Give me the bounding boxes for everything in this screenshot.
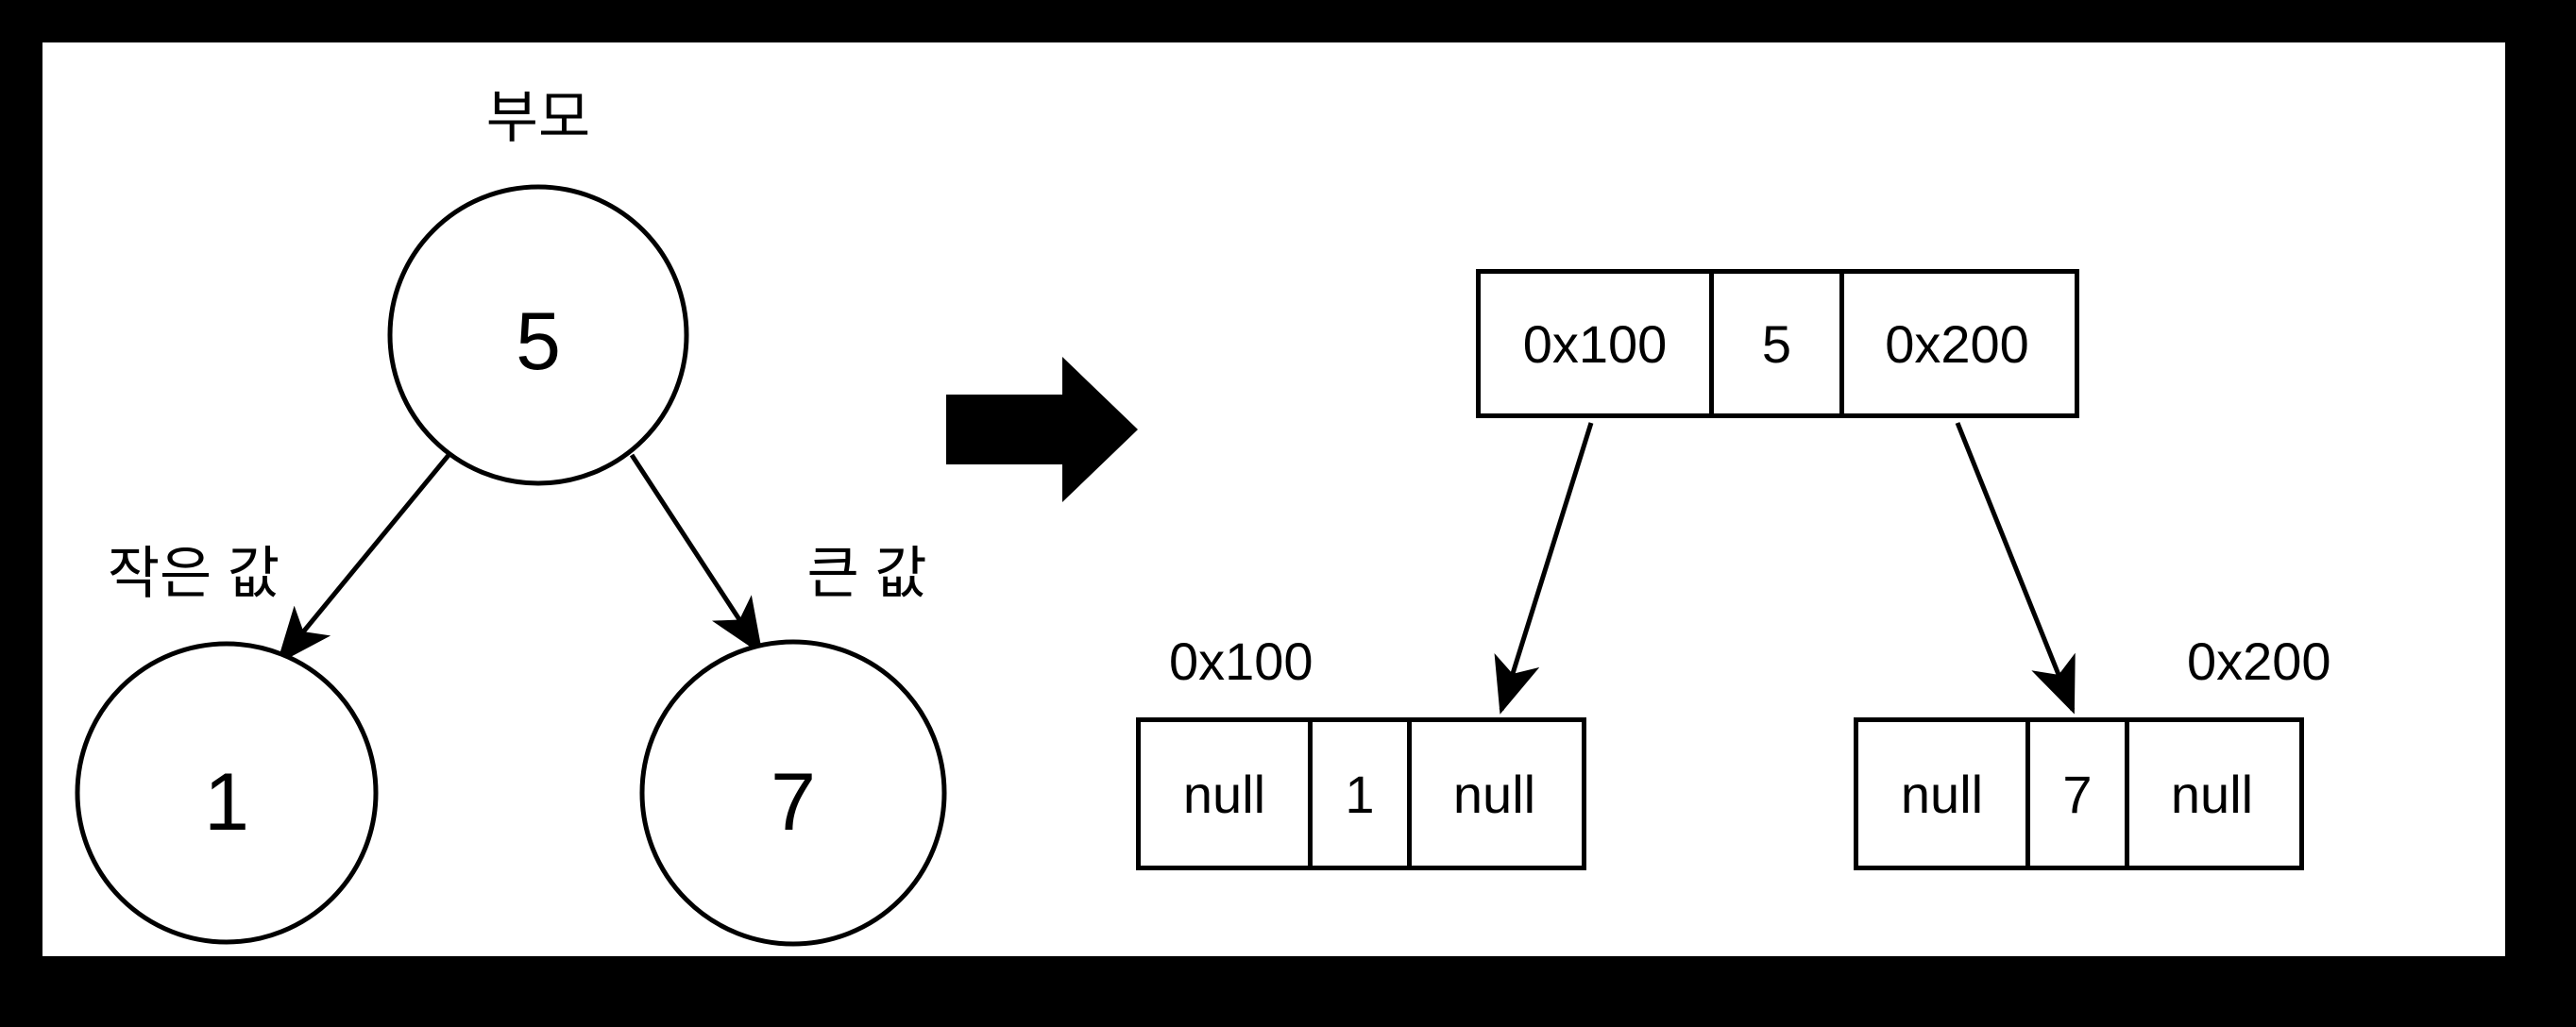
tree-label-parent: 부모	[485, 86, 591, 149]
linked-node-right: null 7 null	[1854, 717, 2304, 870]
linked-node-root-left-pointer: 0x100	[1481, 274, 1709, 413]
tree-node-left-value: 1	[204, 757, 249, 848]
tree-label-smaller-value: 작은 값	[107, 542, 280, 605]
tree-node-root-value: 5	[516, 296, 561, 387]
linked-node-right-address-label: 0x200	[2187, 631, 2331, 691]
linked-node-right-data: 7	[2025, 722, 2125, 866]
linked-node-root-right-pointer: 0x200	[1839, 274, 2070, 413]
linked-node-left: null 1 null	[1136, 717, 1586, 870]
linked-node-left-right-pointer: null	[1407, 722, 1577, 866]
linked-node-right-right-pointer: null	[2125, 722, 2295, 866]
linked-node-left-left-pointer: null	[1141, 722, 1308, 866]
linked-node-right-left-pointer: null	[1858, 722, 2025, 866]
linked-node-left-data: 1	[1308, 722, 1407, 866]
tree-label-larger-value: 큰 값	[806, 542, 927, 605]
linked-node-root-data: 5	[1709, 274, 1839, 413]
linked-node-left-address-label: 0x100	[1169, 631, 1313, 691]
linked-node-root: 0x100 5 0x200	[1476, 269, 2079, 418]
tree-node-right-value: 7	[771, 757, 816, 848]
